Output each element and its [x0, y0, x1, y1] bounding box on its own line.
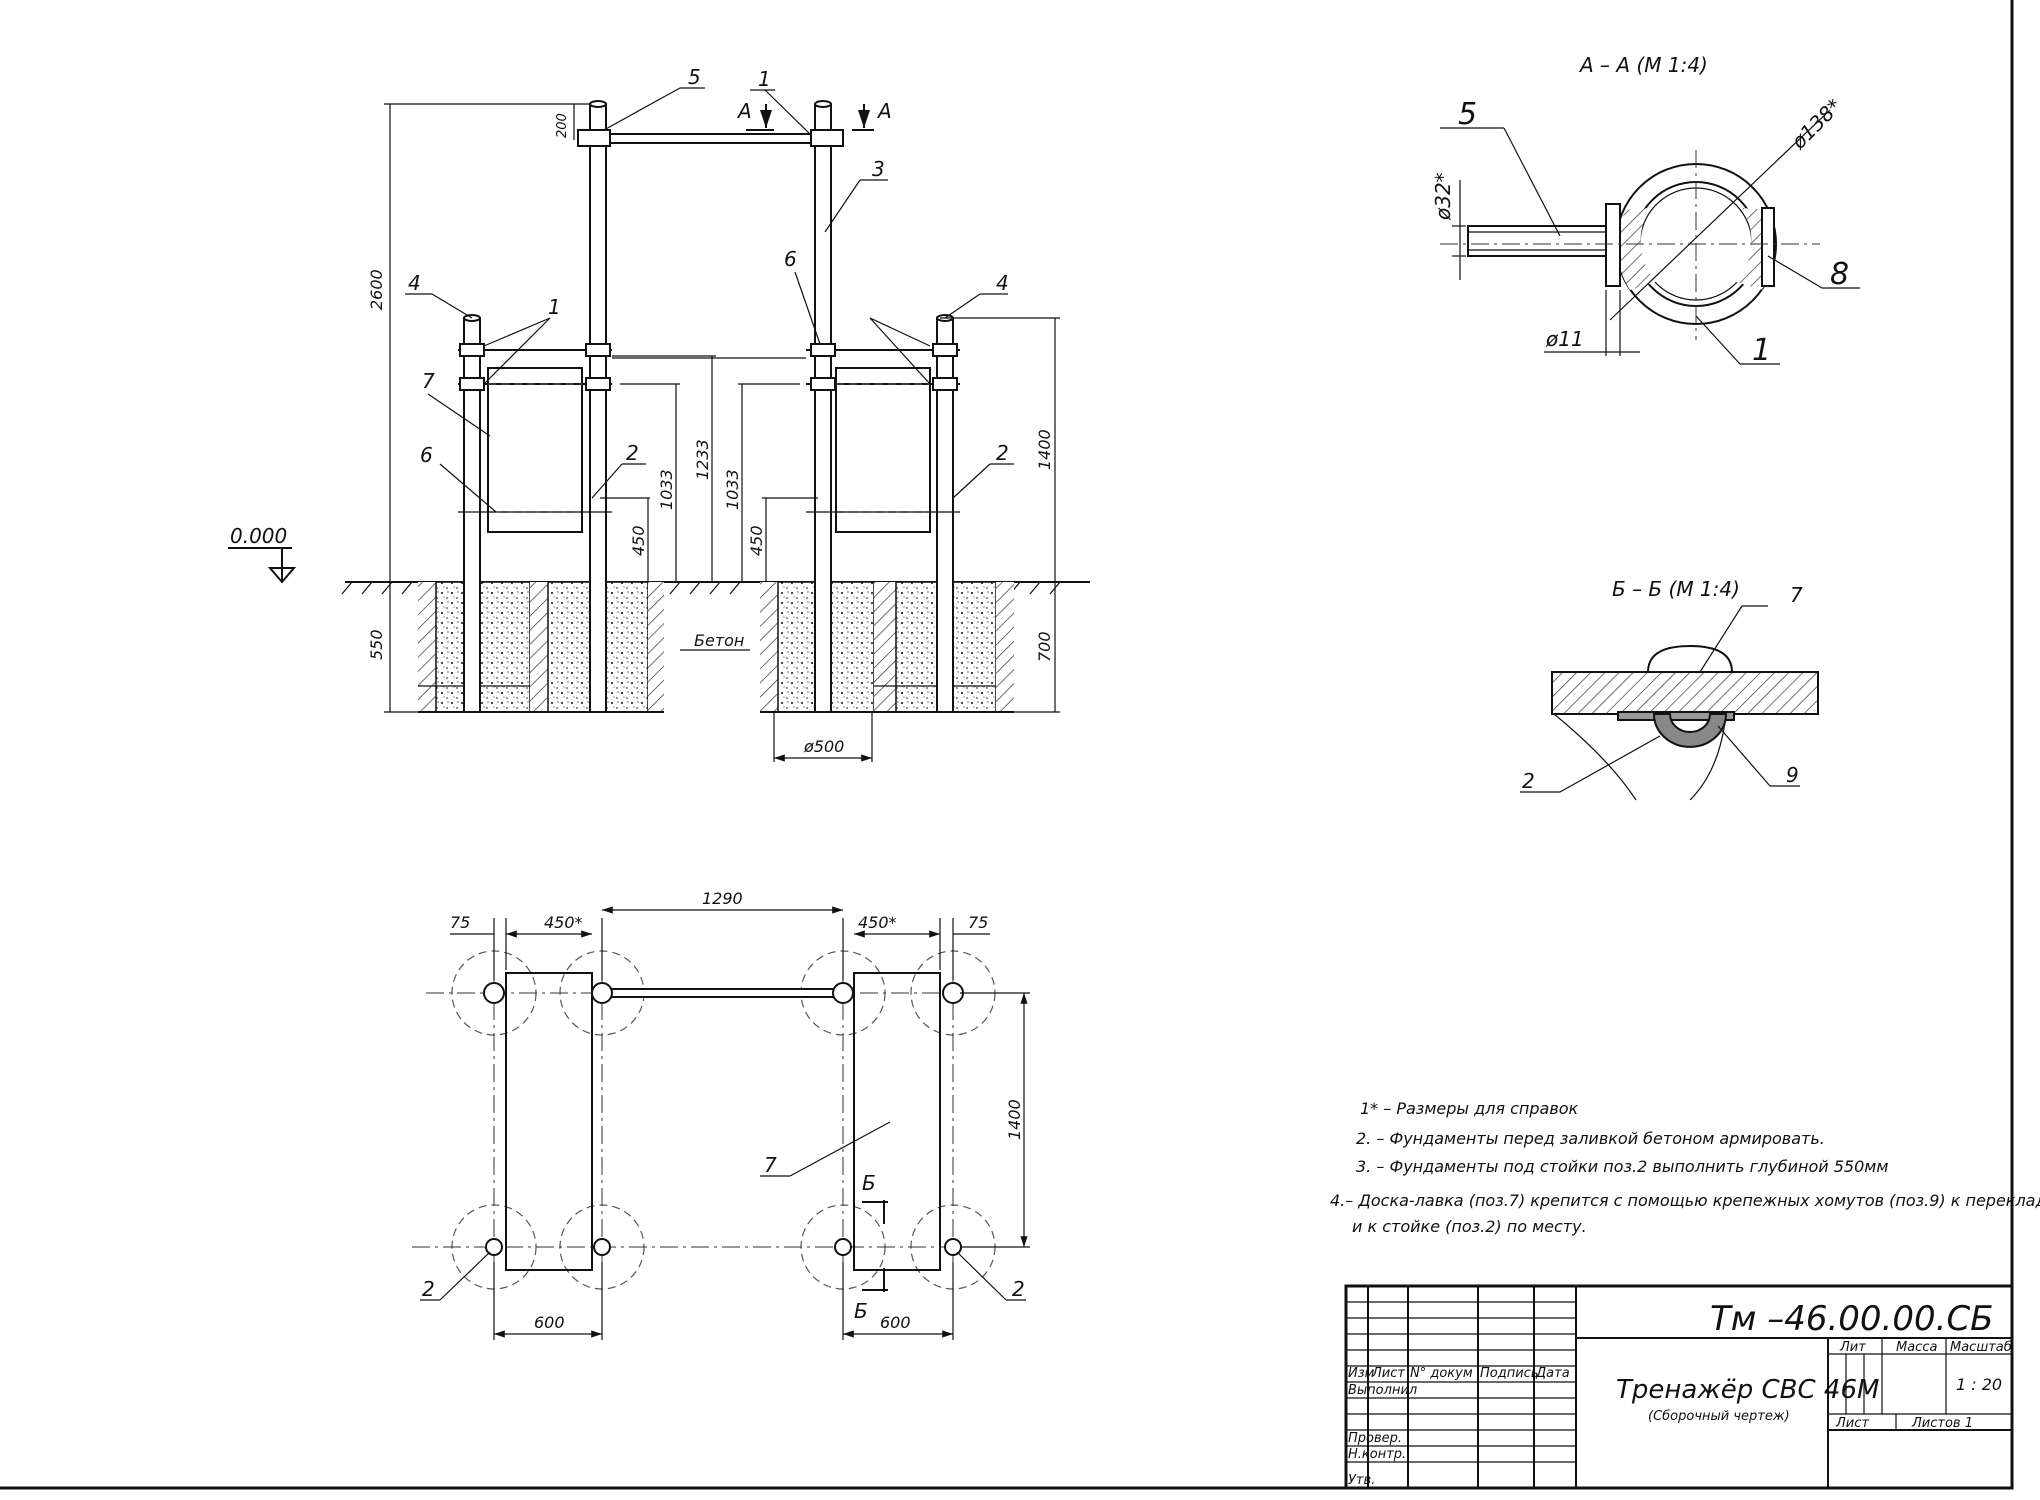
ground-level-mark: 0.000 — [228, 524, 297, 584]
bb-leader-9: 9 — [1786, 763, 1799, 787]
section-bb-title: Б – Б (М 1:4) — [1612, 577, 1740, 601]
dim-2600: 2600 — [367, 269, 386, 310]
tb-designation: Тм –46.00.00.СБ — [1710, 1299, 1994, 1339]
tb-subtitle: (Сборочный чертеж) — [1648, 1409, 1790, 1424]
notes: 1* – Размеры для справок 2. – Фундаменты… — [1330, 1099, 2040, 1236]
aa-leader-8: 8 — [1830, 257, 1849, 292]
plan-leaders: 7 2 2 — [420, 1121, 1026, 1301]
section-aa-title: А – А (М 1:4) — [1578, 53, 1708, 77]
dim-1290: 1290 — [702, 889, 743, 908]
tb-col-sign: Подпись — [1480, 1366, 1538, 1381]
plan-leader-2-left: 2 — [422, 1277, 435, 1301]
leader-1-top: 1 — [758, 67, 771, 91]
section-a-left: А — [736, 99, 752, 123]
note-2: 2. – Фундаменты перед заливкой бетоном а… — [1356, 1129, 1825, 1148]
leader-4-right: 4 — [996, 271, 1009, 295]
dim-1400-plan: 1400 — [1005, 1099, 1024, 1140]
elevation-dimensions: 2600 550 200 1033 450 1233 1033 450 1400 — [367, 103, 1060, 762]
dim-11: ø11 — [1545, 327, 1584, 351]
bb-leader-7: 7 — [1790, 583, 1803, 607]
dim-600-right: 600 — [880, 1313, 911, 1332]
tb-sheets: Листов 1 — [1911, 1416, 1973, 1431]
tb-row-vypolnil: Выполнил — [1348, 1383, 1417, 1398]
note-3: 3. – Фундаменты под стойки поз.2 выполни… — [1356, 1157, 1888, 1176]
leader-4-left: 4 — [408, 271, 421, 295]
cross-bars — [458, 343, 960, 391]
tb-col-list: Лист — [1371, 1366, 1405, 1381]
section-b-top: Б — [862, 1171, 876, 1195]
dim-32: ø32* — [1431, 172, 1455, 221]
dim-450-left: 450 — [629, 525, 648, 556]
tb-row-nkontr: Н.контр. — [1348, 1447, 1406, 1462]
section-aa: А – А (М 1:4) ø138* ø32* ø11 5 8 1 — [1431, 53, 1860, 368]
leader-6-left: 6 — [420, 443, 433, 467]
tb-hdr-masshtab: Масштаб — [1950, 1340, 2012, 1355]
benches — [458, 367, 960, 533]
concrete-label: Бетон — [694, 631, 744, 650]
dim-550: 550 — [367, 629, 386, 660]
dim-1033-left: 1033 — [657, 469, 676, 510]
dim-500: ø500 — [803, 737, 844, 756]
tb-col-date: Дата — [1535, 1366, 1570, 1381]
dim-138: ø138* — [1786, 94, 1846, 154]
tb-name: Тренажёр СВС 46М — [1616, 1375, 1879, 1405]
leader-7: 7 — [422, 369, 435, 393]
note-4: 4.– Доска-лавка (поз.7) крепится с помощ… — [1330, 1191, 2040, 1210]
title-block: Изм Лист N° докум Подпись Дата Выполнил … — [1344, 1284, 2014, 1490]
top-bar — [577, 129, 844, 147]
dim-75-left: 75 — [450, 913, 470, 932]
dim-1400-elev: 1400 — [1035, 429, 1054, 470]
dim-700: 700 — [1035, 631, 1054, 662]
dim-450-right-plan: 450* — [858, 913, 897, 932]
tb-row-utv: Утв. — [1348, 1473, 1375, 1488]
dim-75-right: 75 — [968, 913, 988, 932]
tb-sheet: Лист — [1835, 1416, 1869, 1431]
tb-scale: 1 : 20 — [1956, 1375, 2002, 1394]
dim-200: 200 — [555, 113, 570, 138]
leader-3: 3 — [872, 157, 885, 181]
dim-450-right: 450 — [747, 525, 766, 556]
leader-1-left: 1 — [548, 295, 561, 319]
aa-leader-5: 5 — [1458, 97, 1477, 132]
note-4b: и к стойке (поз.2) по месту. — [1352, 1217, 1587, 1236]
aa-leader-1: 1 — [1752, 333, 1771, 368]
plan-view: 75 450* 1290 450* 75 1400 600 600 7 — [412, 889, 1030, 1340]
bb-leader-2: 2 — [1522, 769, 1535, 793]
dim-450-left-plan: 450* — [544, 913, 583, 932]
section-bb: Б – Б (М 1:4) 7 2 9 — [1520, 577, 1819, 801]
leader-2-right: 2 — [996, 441, 1009, 465]
plan-leader-7: 7 — [764, 1153, 777, 1177]
tb-hdr-lit: Лит — [1839, 1340, 1866, 1355]
leader-5: 5 — [688, 65, 701, 89]
tb-hdr-massa: Масса — [1896, 1340, 1937, 1355]
elevation-view: 0.000 — [228, 65, 1090, 762]
dim-1233: 1233 — [693, 439, 712, 480]
note-1: 1* – Размеры для справок — [1360, 1099, 1579, 1118]
dim-1033-right: 1033 — [723, 469, 742, 510]
elevation-leaders: 5 1 3 4 4 1 6 7 6 2 2 Бетон — [405, 65, 1014, 651]
section-a-right: А — [876, 99, 892, 123]
dim-600-left: 600 — [534, 1313, 565, 1332]
section-a-markers: А А — [736, 99, 892, 131]
section-b-bottom: Б — [854, 1299, 868, 1323]
leader-6-right: 6 — [784, 247, 797, 271]
ground-level-text: 0.000 — [230, 524, 287, 548]
tb-row-prover: Провер. — [1348, 1431, 1402, 1446]
section-b-markers: Б Б — [854, 1171, 888, 1323]
leader-2-left: 2 — [626, 441, 639, 465]
tb-col-izm: Изм — [1348, 1366, 1375, 1381]
plan-dimensions: 75 450* 1290 450* 75 1400 600 600 — [450, 889, 1030, 1340]
plan-leader-2-right: 2 — [1012, 1277, 1025, 1301]
tb-col-doc: N° докум — [1410, 1366, 1473, 1381]
